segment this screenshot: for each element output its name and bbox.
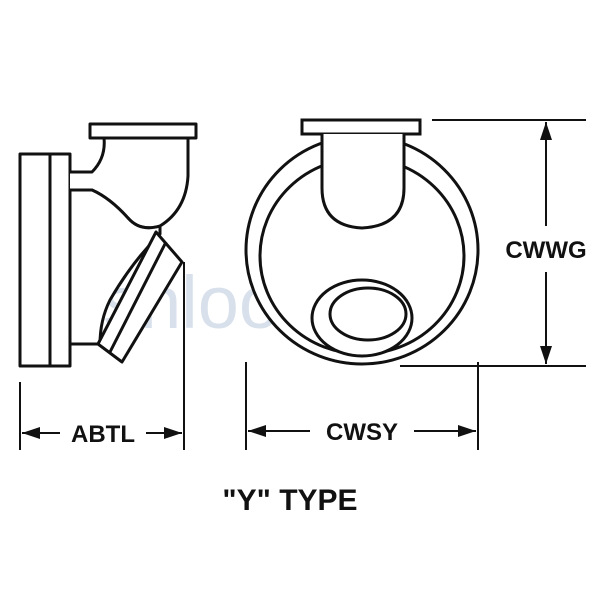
cwwg-arrow-top — [540, 122, 552, 140]
cwwg-label: CWWG — [505, 237, 586, 264]
dimension-abtl — [19, 262, 185, 450]
side-view — [18, 122, 198, 368]
side-base-plate — [18, 152, 52, 368]
cwsy-label: CWSY — [326, 419, 398, 446]
front-outlet-inner — [328, 286, 408, 342]
side-lower-body — [68, 188, 162, 346]
cwsy-arrow-right — [458, 425, 476, 437]
abtl-arrow-left — [22, 427, 40, 439]
dimension-cwsy — [245, 362, 479, 450]
side-base-flange — [48, 152, 72, 368]
front-top-spout — [320, 134, 406, 230]
cwsy-arrow-left — [248, 425, 266, 437]
front-outlet-outer — [310, 278, 414, 358]
diagram-caption: "Y" TYPE — [222, 484, 357, 517]
front-view — [244, 118, 480, 366]
cwwg-arrow-bottom — [540, 346, 552, 364]
front-top-flange — [300, 118, 422, 136]
side-outlet-flange — [96, 230, 184, 364]
abtl-label: ABTL — [71, 421, 135, 448]
abtl-arrow-right — [164, 427, 182, 439]
side-elbow-contour — [91, 137, 106, 173]
side-outlet-flange-inner — [108, 241, 168, 353]
side-top-flange — [88, 122, 198, 140]
dimension-cwwg — [400, 119, 586, 367]
